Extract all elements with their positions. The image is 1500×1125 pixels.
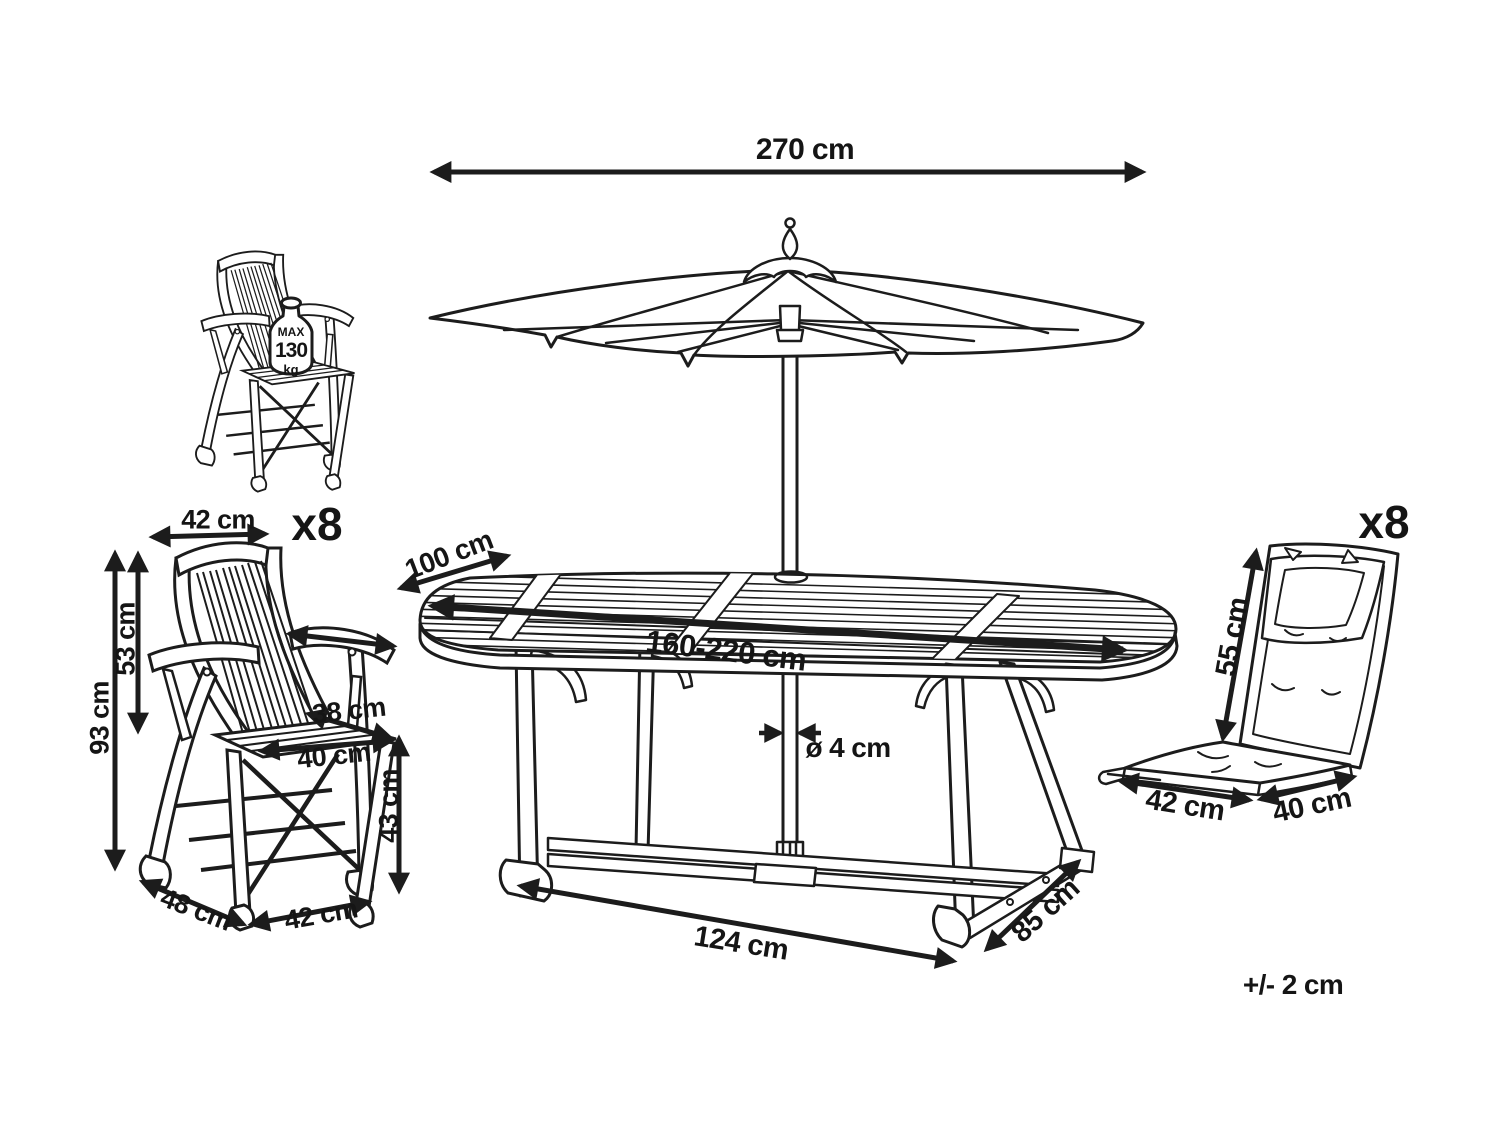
max-load-unit: kg — [283, 362, 299, 377]
table-leg — [634, 640, 656, 854]
umbrella-seams — [555, 269, 1050, 357]
chair-seat-width-arrow — [257, 731, 395, 761]
chair-quantity-label: x8 — [291, 498, 343, 550]
chair-height-label: 93 cm — [84, 681, 115, 755]
max-load-prefix: MAX — [277, 325, 305, 339]
cushion-wrinkles-seat — [1197, 751, 1282, 773]
table-length-arrow — [427, 594, 1129, 662]
umbrella-finial — [781, 227, 799, 261]
table-foot — [1058, 846, 1096, 874]
umbrella-hole — [773, 570, 809, 584]
cushion-wrinkles-back — [1271, 629, 1347, 696]
chair-base-depth-arrow — [138, 878, 248, 928]
umbrella-ribs — [502, 318, 1080, 354]
table-foot — [498, 858, 554, 903]
dimension-arrows — [103, 160, 1358, 969]
table-center-mount — [752, 862, 818, 888]
cushion-seat-width-arrow — [1116, 772, 1254, 809]
cushion-seat-depth-arrow — [1256, 770, 1358, 806]
chair-seat-height-label: 43 cm — [373, 769, 404, 843]
tolerance-label: +/- 2 cm — [1242, 969, 1344, 1000]
cushion-quantity-label: x8 — [1358, 496, 1410, 548]
umbrella-cap — [742, 256, 838, 284]
umbrella-pole-upper — [781, 338, 799, 575]
umbrella-hub — [775, 304, 805, 343]
table-bracket — [528, 644, 1056, 714]
cushion-head-pillow-stitch — [1274, 566, 1365, 629]
max-load-value: 130 — [274, 339, 308, 362]
table-leg — [514, 644, 540, 898]
cushion-ties — [1284, 547, 1359, 564]
chair-base-width-arrow — [247, 894, 373, 932]
chair-illustration — [140, 543, 396, 930]
chair-armrest-span-arrow — [285, 625, 398, 655]
weight-icon — [268, 296, 314, 376]
umbrella-diameter-label: 270 cm — [755, 133, 855, 166]
umbrella-finial-ball — [784, 217, 796, 229]
table-base-depth-arrow — [983, 858, 1082, 953]
cushion-illustration — [1097, 542, 1400, 797]
chair-back-width-arrow — [148, 523, 270, 548]
chair-max-load-badge: MAX 130 kg — [262, 326, 320, 376]
cushion-back-height-arrow — [1215, 547, 1264, 743]
chair-back-width-label: 42 cm — [181, 504, 255, 535]
table-width-arrow — [396, 550, 512, 594]
umbrella-pole-diameter-label: ø 4 cm — [805, 732, 891, 763]
umbrella-illustration — [428, 217, 1145, 880]
table-base-length-arrow — [516, 878, 958, 969]
chair-back-height-label: 53 cm — [110, 602, 141, 676]
